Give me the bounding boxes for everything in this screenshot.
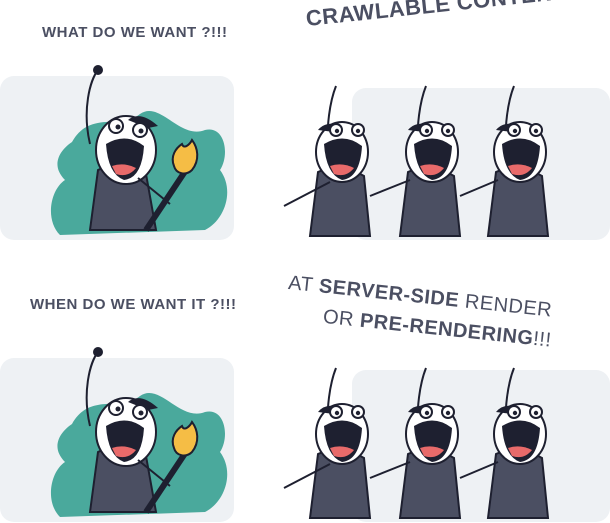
caption-what-do-we-want: WHAT DO WE WANT ?!!! (42, 24, 228, 41)
caption-text: !!! (532, 327, 553, 352)
caption-text: OR (321, 305, 362, 332)
panel-right-top (352, 88, 610, 240)
caption-when-do-we-want-it: WHEN DO WE WANT IT ?!!! (30, 296, 237, 313)
caption-text: AT (287, 271, 321, 298)
crowd-arm (283, 181, 331, 207)
panel-right-bottom (352, 370, 610, 522)
